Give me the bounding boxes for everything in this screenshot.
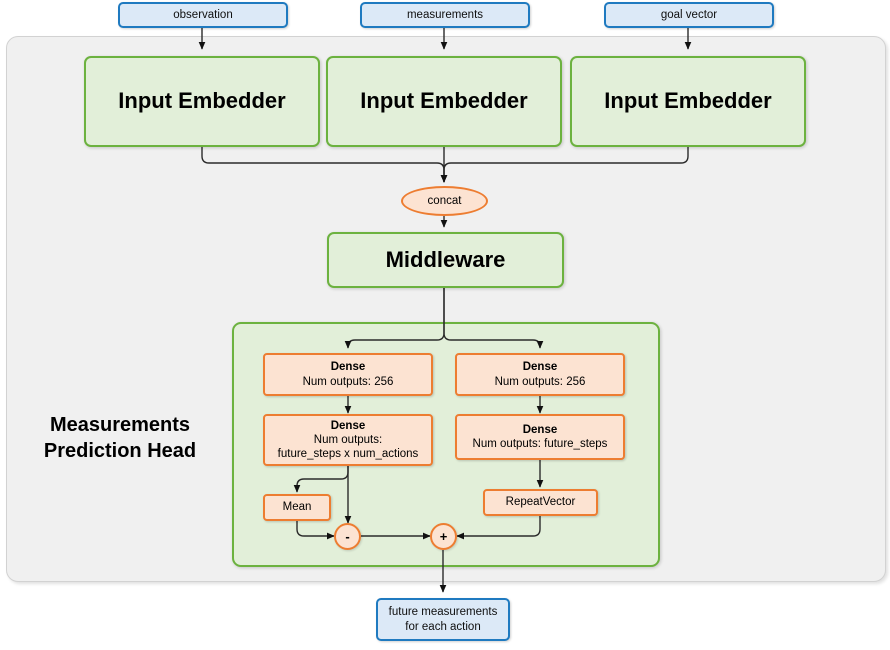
section-label-measurements-prediction-head: Measurements Prediction Head (20, 412, 220, 464)
left-dense-2-title: Dense (330, 419, 366, 432)
right-dense-1-detail: Num outputs: 256 (494, 375, 586, 388)
output-box-future-measurements[interactable]: future measurements for each action (376, 598, 510, 641)
input-box-goal-vector[interactable]: goal vector (604, 2, 774, 28)
input-embedder-3[interactable]: Input Embedder (570, 56, 806, 147)
output-line-1: future measurements (388, 606, 498, 619)
section-label-line-1: Measurements (49, 414, 191, 436)
input-box-observation[interactable]: observation (118, 2, 288, 28)
right-dense-2[interactable]: Dense Num outputs: future_steps (455, 414, 625, 460)
right-dense-2-title: Dense (522, 423, 558, 436)
mean-block[interactable]: Mean (263, 494, 331, 521)
output-line-2: for each action (405, 620, 481, 633)
right-dense-1-title: Dense (522, 361, 558, 374)
concat-node[interactable]: concat (401, 186, 488, 216)
input-embedder-2[interactable]: Input Embedder (326, 56, 562, 147)
left-dense-2[interactable]: Dense Num outputs: future_steps x num_ac… (263, 414, 433, 466)
middleware-block[interactable]: Middleware (327, 232, 564, 288)
right-dense-2-detail: Num outputs: future_steps (472, 438, 608, 450)
right-dense-1[interactable]: Dense Num outputs: 256 (455, 353, 625, 396)
left-dense-2-detail-line2: future_steps x num_actions (277, 448, 419, 460)
left-dense-2-detail-line1: Num outputs: (313, 433, 383, 446)
input-embedder-1[interactable]: Input Embedder (84, 56, 320, 147)
section-label-line-2: Prediction Head (43, 440, 197, 462)
repeat-vector-block[interactable]: RepeatVector (483, 489, 598, 516)
subtract-operator[interactable]: - (334, 523, 361, 550)
left-dense-1-detail: Num outputs: 256 (302, 375, 394, 388)
add-operator[interactable]: + (430, 523, 457, 550)
input-box-measurements[interactable]: measurements (360, 2, 530, 28)
left-dense-1-title: Dense (330, 361, 366, 374)
left-dense-1[interactable]: Dense Num outputs: 256 (263, 353, 433, 396)
